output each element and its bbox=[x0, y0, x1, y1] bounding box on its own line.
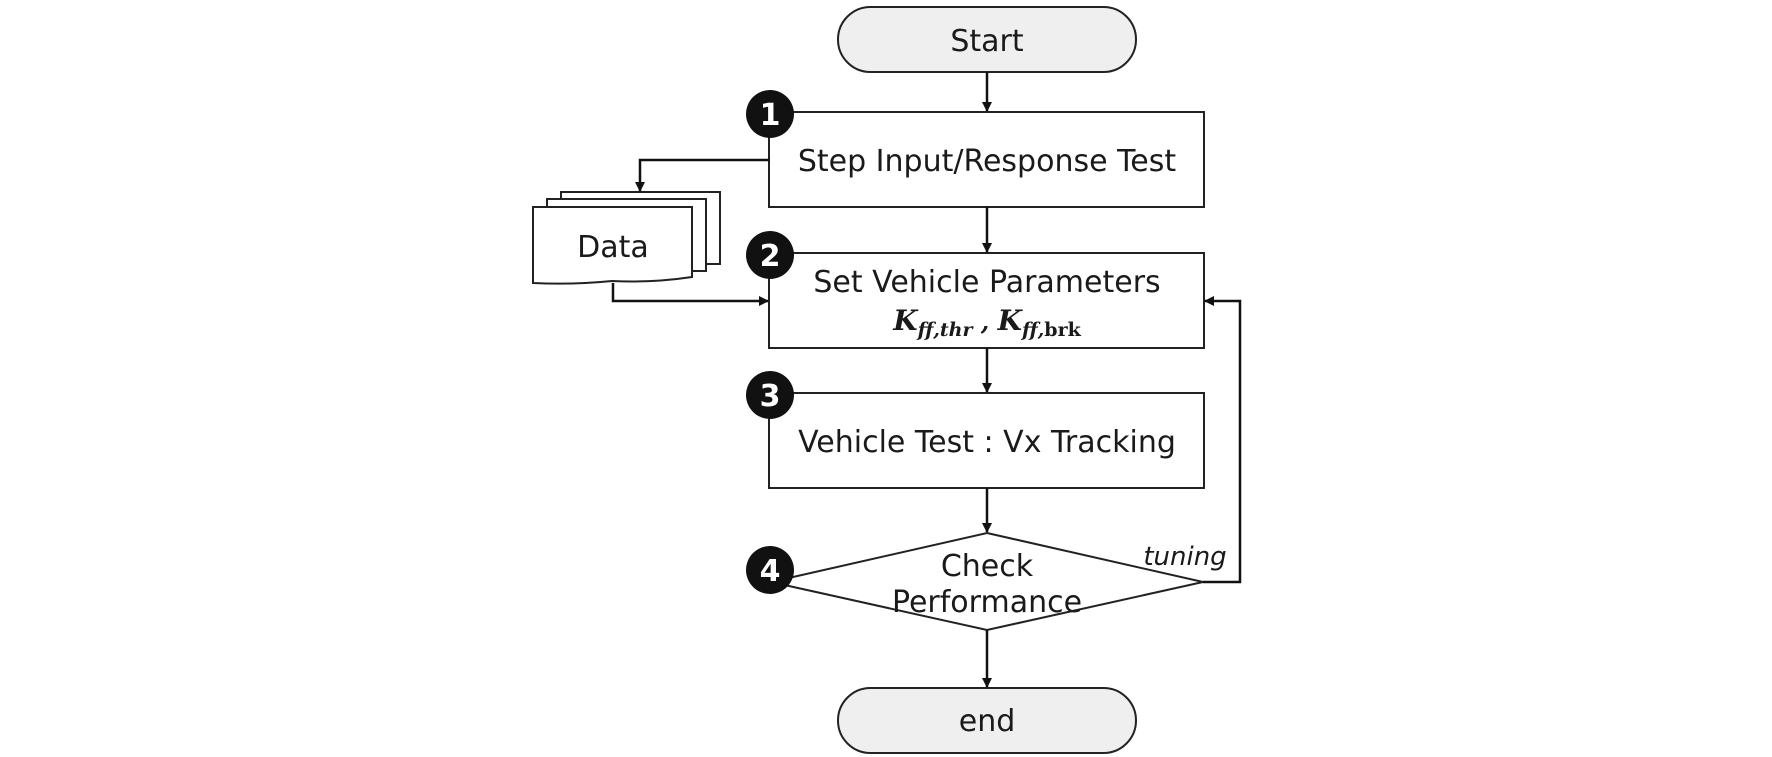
data-document-stack: Data bbox=[532, 191, 721, 285]
check-performance-decision: Check Performance bbox=[770, 531, 1204, 632]
formula-subscript-2a: ff, bbox=[1020, 319, 1044, 341]
formula-symbol-2: K bbox=[997, 304, 1024, 337]
badge-3-number: 3 bbox=[760, 379, 781, 414]
step2-label: Set Vehicle Parameters bbox=[813, 265, 1160, 300]
step1-label: Step Input/Response Test bbox=[798, 144, 1177, 179]
arrow-data-to-step2 bbox=[611, 283, 769, 306]
decision-line2: Performance bbox=[892, 585, 1082, 620]
step-badge-3: 3 bbox=[746, 371, 794, 419]
vehicle-test-vx-tracking-box: Vehicle Test : Vx Tracking bbox=[768, 392, 1205, 489]
formula-symbol-1: K bbox=[892, 304, 919, 337]
start-label: Start bbox=[950, 24, 1024, 59]
arrow-tuning-loop bbox=[1203, 296, 1242, 584]
set-vehicle-parameters-box: Set Vehicle Parameters Kff,thr , Kff,brk bbox=[768, 252, 1205, 349]
step3-label: Vehicle Test : Vx Tracking bbox=[798, 425, 1176, 460]
formula-separator: , bbox=[973, 307, 998, 336]
badge-1-number: 1 bbox=[760, 98, 781, 133]
step-badge-2: 2 bbox=[746, 231, 794, 279]
gain-formula: Kff,thr , Kff,brk bbox=[892, 304, 1081, 341]
data-label: Data bbox=[577, 230, 649, 265]
step-input-response-test-box: Step Input/Response Test bbox=[768, 111, 1205, 208]
tuning-label: tuning bbox=[1143, 542, 1226, 572]
step-badge-1: 1 bbox=[746, 90, 794, 138]
formula-subscript-2b: brk bbox=[1044, 319, 1081, 341]
start-terminator: Start bbox=[837, 6, 1137, 73]
end-terminator: end bbox=[837, 687, 1137, 754]
formula-subscript-1: ff,thr bbox=[916, 319, 975, 341]
decision-line1: Check bbox=[941, 549, 1034, 584]
badge-4-number: 4 bbox=[760, 554, 781, 589]
arrow-step1-to-data bbox=[635, 158, 769, 192]
end-label: end bbox=[959, 704, 1016, 739]
badge-2-number: 2 bbox=[760, 239, 781, 274]
connectors bbox=[611, 72, 1242, 688]
step-badge-4: 4 bbox=[746, 546, 794, 594]
